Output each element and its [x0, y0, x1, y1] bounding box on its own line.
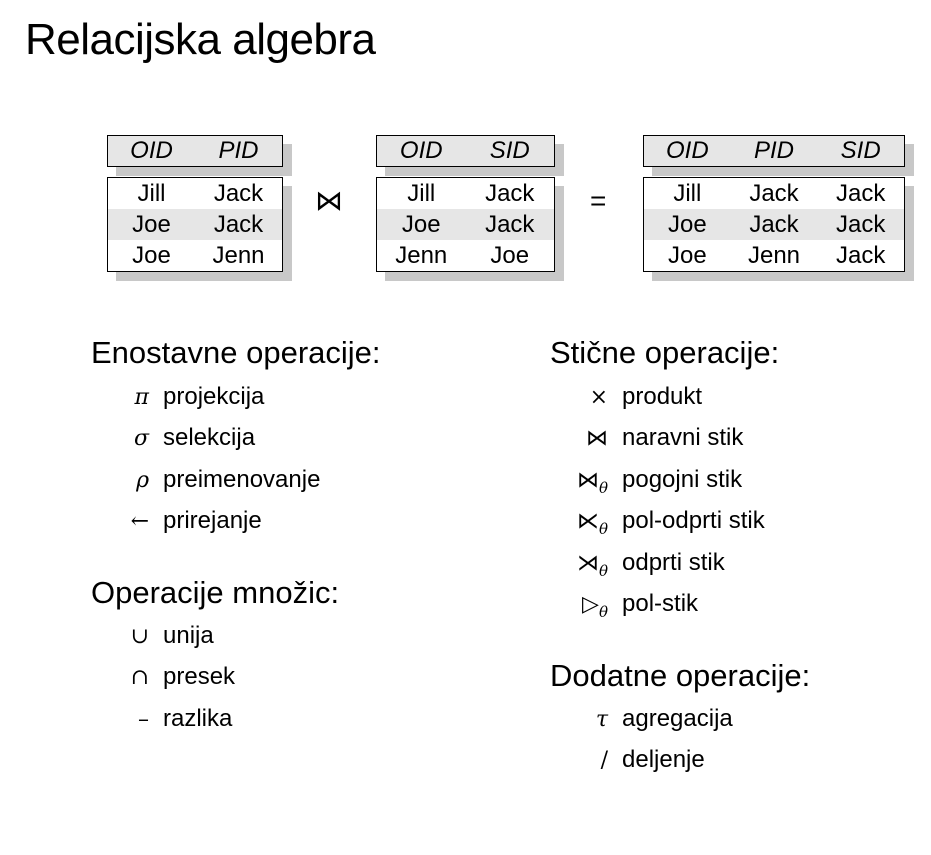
table-cell: Jack	[213, 211, 264, 238]
minus-icon: –	[138, 707, 149, 732]
table-row: Jill Jack	[108, 178, 282, 209]
pi-icon: π	[134, 385, 149, 410]
outer-join-icon: ⋊θ	[576, 551, 608, 580]
table-result: OID PID SID Jill Jack Jack Joe Jack Jack…	[643, 135, 905, 272]
table-row: Joe Jenn	[108, 240, 282, 271]
list-item: ← prirejanje	[131, 506, 262, 540]
table-cell: Jack	[836, 180, 886, 207]
left-arrow-icon: ←	[130, 509, 149, 534]
section-heading-extra: Dodatne operacije:	[550, 658, 811, 693]
table-cell: Jack	[749, 180, 799, 207]
table-right-body: Jill Jack Joe Jack Jenn Joe	[376, 177, 555, 272]
table-row: Jill Jack Jack	[644, 178, 904, 209]
table-cell: Joe	[132, 242, 171, 269]
table-cell: Jenn	[395, 242, 448, 269]
table-left-header: OID PID	[107, 135, 283, 167]
item-label: pol-odprti stik	[622, 507, 765, 534]
join-symbol: ⋈	[315, 185, 343, 216]
table-cell: Joe	[667, 242, 707, 269]
table-cell: Jill	[407, 180, 436, 207]
item-label: unija	[163, 622, 214, 649]
list-item: / deljenje	[601, 745, 705, 779]
list-item: ▷θ pol-stik	[582, 589, 699, 623]
item-label: deljenje	[622, 746, 705, 773]
table-cell: Jenn	[212, 242, 265, 269]
list-item: ⋈ naravni stik	[586, 423, 744, 457]
left-semijoin-icon: ⋉θ	[576, 509, 608, 538]
table-row: Joe Jack	[377, 209, 554, 240]
section-heading-simple: Enostavne operacije:	[91, 335, 381, 370]
section-heading-sets: Operacije množic:	[91, 575, 340, 610]
item-label: prirejanje	[163, 507, 262, 534]
list-item: π projekcija	[135, 382, 265, 416]
list-item: ρ preimenovanje	[136, 465, 321, 499]
table-cell: Joe	[401, 211, 441, 238]
bowtie-icon: ⋈	[586, 426, 608, 451]
item-label: projekcija	[163, 383, 265, 410]
list-item: ∪ unija	[131, 621, 214, 655]
item-label: selekcija	[163, 424, 256, 451]
item-label: naravni stik	[622, 424, 744, 451]
table-row: Joe Jenn Jack	[644, 240, 904, 271]
table-cell: Jack	[213, 180, 264, 207]
table-cell: Jack	[485, 211, 535, 238]
table-cell: Jenn	[747, 242, 801, 269]
list-item: – razlika	[138, 704, 233, 738]
slash-icon: /	[600, 748, 608, 773]
table-cell: Jill	[673, 180, 702, 207]
table-cell: Jack	[749, 211, 799, 238]
list-item: σ selekcija	[134, 423, 256, 457]
semijoin-icon: ▷θ	[582, 592, 608, 621]
list-item: × produkt	[590, 382, 703, 416]
table-row: Jill Jack	[377, 178, 554, 209]
column-header: OID	[399, 137, 443, 164]
item-label: preimenovanje	[163, 466, 321, 493]
table-left: OID PID Jill Jack Joe Jack Joe Jenn	[107, 135, 283, 272]
table-cell: Jill	[137, 180, 166, 207]
table-right-header: OID SID	[376, 135, 555, 167]
table-right: OID SID Jill Jack Joe Jack Jenn Joe	[376, 135, 555, 272]
table-row: Joe Jack Jack	[644, 209, 904, 240]
item-label: produkt	[622, 383, 703, 410]
union-icon: ∪	[130, 624, 149, 649]
table-result-body: Jill Jack Jack Joe Jack Jack Joe Jenn Ja…	[643, 177, 905, 272]
page-title: Relacijska algebra	[25, 15, 376, 64]
column-header: OID	[130, 137, 173, 164]
column-header: OID	[666, 137, 709, 164]
column-header: PID	[218, 137, 259, 164]
list-item: ⋊θ odprti stik	[577, 548, 725, 582]
table-left-body: Jill Jack Joe Jack Joe Jenn	[107, 177, 283, 272]
tau-icon: τ	[595, 707, 608, 732]
column-header: SID	[840, 137, 881, 164]
item-label: pogojni stik	[622, 466, 743, 493]
table-row: Joe Jack	[108, 209, 282, 240]
table-cell: Joe	[132, 211, 171, 238]
column-header: PID	[754, 137, 795, 164]
item-label: razlika	[163, 705, 233, 732]
table-cell: Joe	[490, 242, 530, 269]
table-result-header: OID PID SID	[643, 135, 905, 167]
item-label: agregacija	[622, 705, 733, 732]
table-cell: Jack	[485, 180, 535, 207]
list-item: τ agregacija	[596, 704, 733, 738]
intersection-icon: ∩	[130, 665, 149, 690]
section-heading-joins: Stične operacije:	[550, 335, 780, 370]
rho-icon: ρ	[136, 468, 149, 493]
sigma-icon: σ	[133, 426, 149, 451]
table-cell: Jack	[836, 211, 886, 238]
item-label: presek	[163, 663, 236, 690]
times-icon: ×	[589, 385, 608, 410]
table-row: Jenn Joe	[377, 240, 554, 271]
list-item: ∩ presek	[131, 662, 236, 696]
equals-symbol: =	[590, 185, 607, 216]
column-header: SID	[489, 137, 530, 164]
list-item: ⋈θ pogojni stik	[577, 465, 743, 499]
theta-join-icon: ⋈θ	[576, 468, 608, 497]
list-item: ⋉θ pol-odprti stik	[577, 506, 765, 540]
item-label: odprti stik	[622, 549, 725, 576]
item-label: pol-stik	[622, 590, 699, 617]
table-cell: Jack	[836, 242, 886, 269]
table-cell: Joe	[667, 211, 707, 238]
